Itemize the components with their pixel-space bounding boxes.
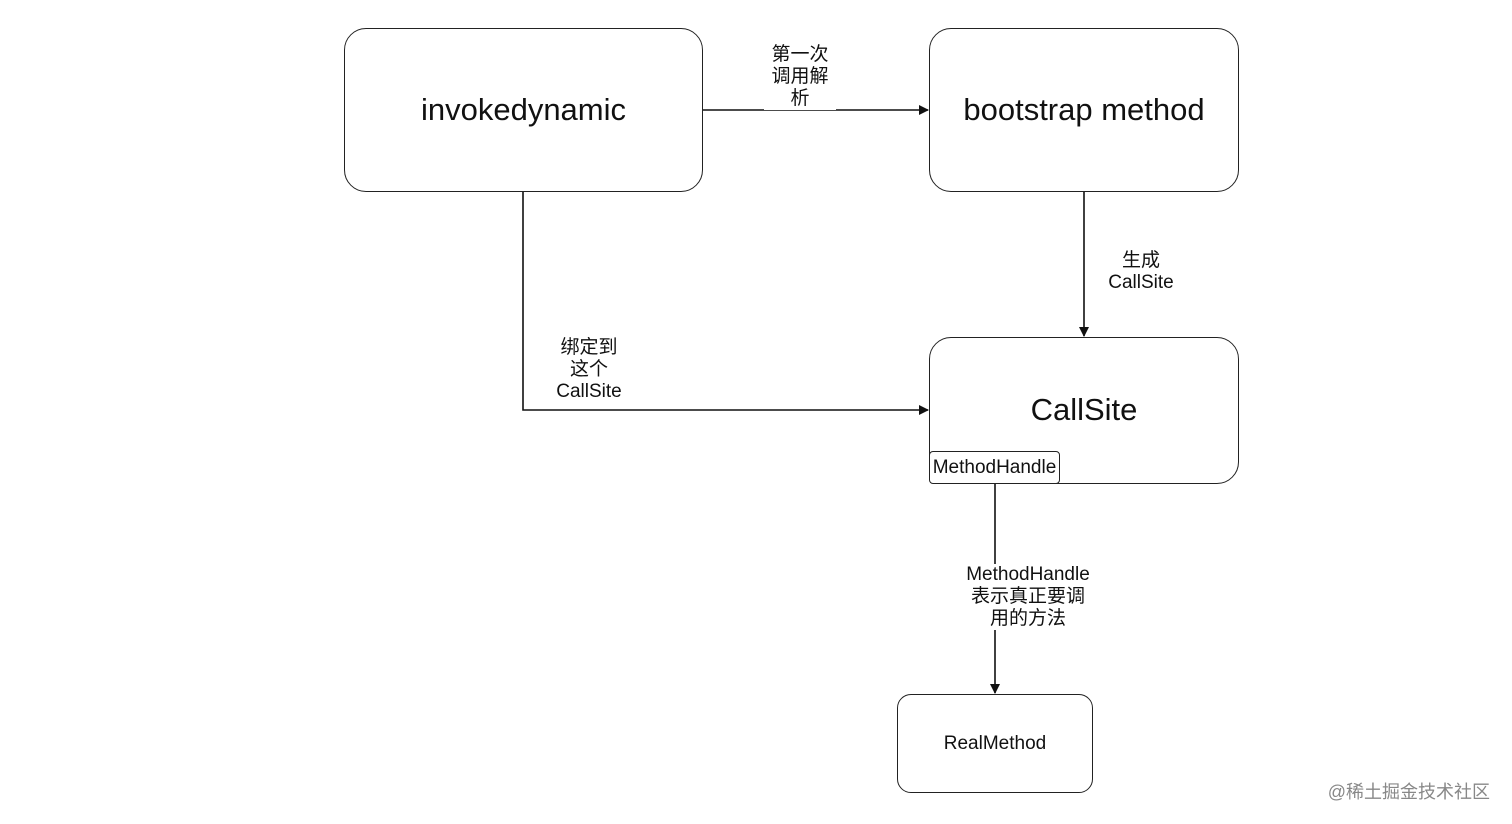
edge-label-first-call-line: 调用解 [771,66,829,87]
node-callsite: CallSite [929,337,1239,484]
edge-label-represents: MethodHandle 表示真正要调 用的方法 [957,564,1099,630]
edge-label-represents-line: 用的方法 [989,608,1066,629]
node-methodhandle-label: MethodHandle [932,456,1057,478]
edge-label-first-call-line: 析 [790,88,810,109]
node-bootstrap-method-label: bootstrap method [963,92,1205,127]
node-methodhandle: MethodHandle [929,451,1060,484]
node-realmethod: RealMethod [897,694,1093,793]
edge-label-generate-line: 生成 [1121,250,1160,271]
node-invokedynamic: invokedynamic [344,28,703,192]
node-invokedynamic-label: invokedynamic [420,92,627,127]
watermark: @稀土掘金技术社区 [1327,782,1490,802]
edge-label-first-call-line: 第一次 [771,44,829,65]
edge-label-represents-line: 表示真正要调 [970,586,1085,607]
edge-label-bind: 绑定到 这个 CallSite [547,337,631,403]
edge-label-bind-line: 绑定到 [560,337,618,358]
edge-label-generate-line: CallSite [1108,272,1174,293]
edge-label-bind-line: 这个 [569,359,608,380]
node-bootstrap-method: bootstrap method [929,28,1239,192]
edge-label-represents-line: MethodHandle [966,564,1090,585]
edge-label-bind-line: CallSite [556,381,622,402]
node-realmethod-label: RealMethod [943,732,1047,754]
edge-label-first-call: 第一次 调用解 析 [764,44,836,110]
edge-label-generate: 生成 CallSite [1100,250,1182,294]
node-callsite-label: CallSite [1030,391,1138,427]
